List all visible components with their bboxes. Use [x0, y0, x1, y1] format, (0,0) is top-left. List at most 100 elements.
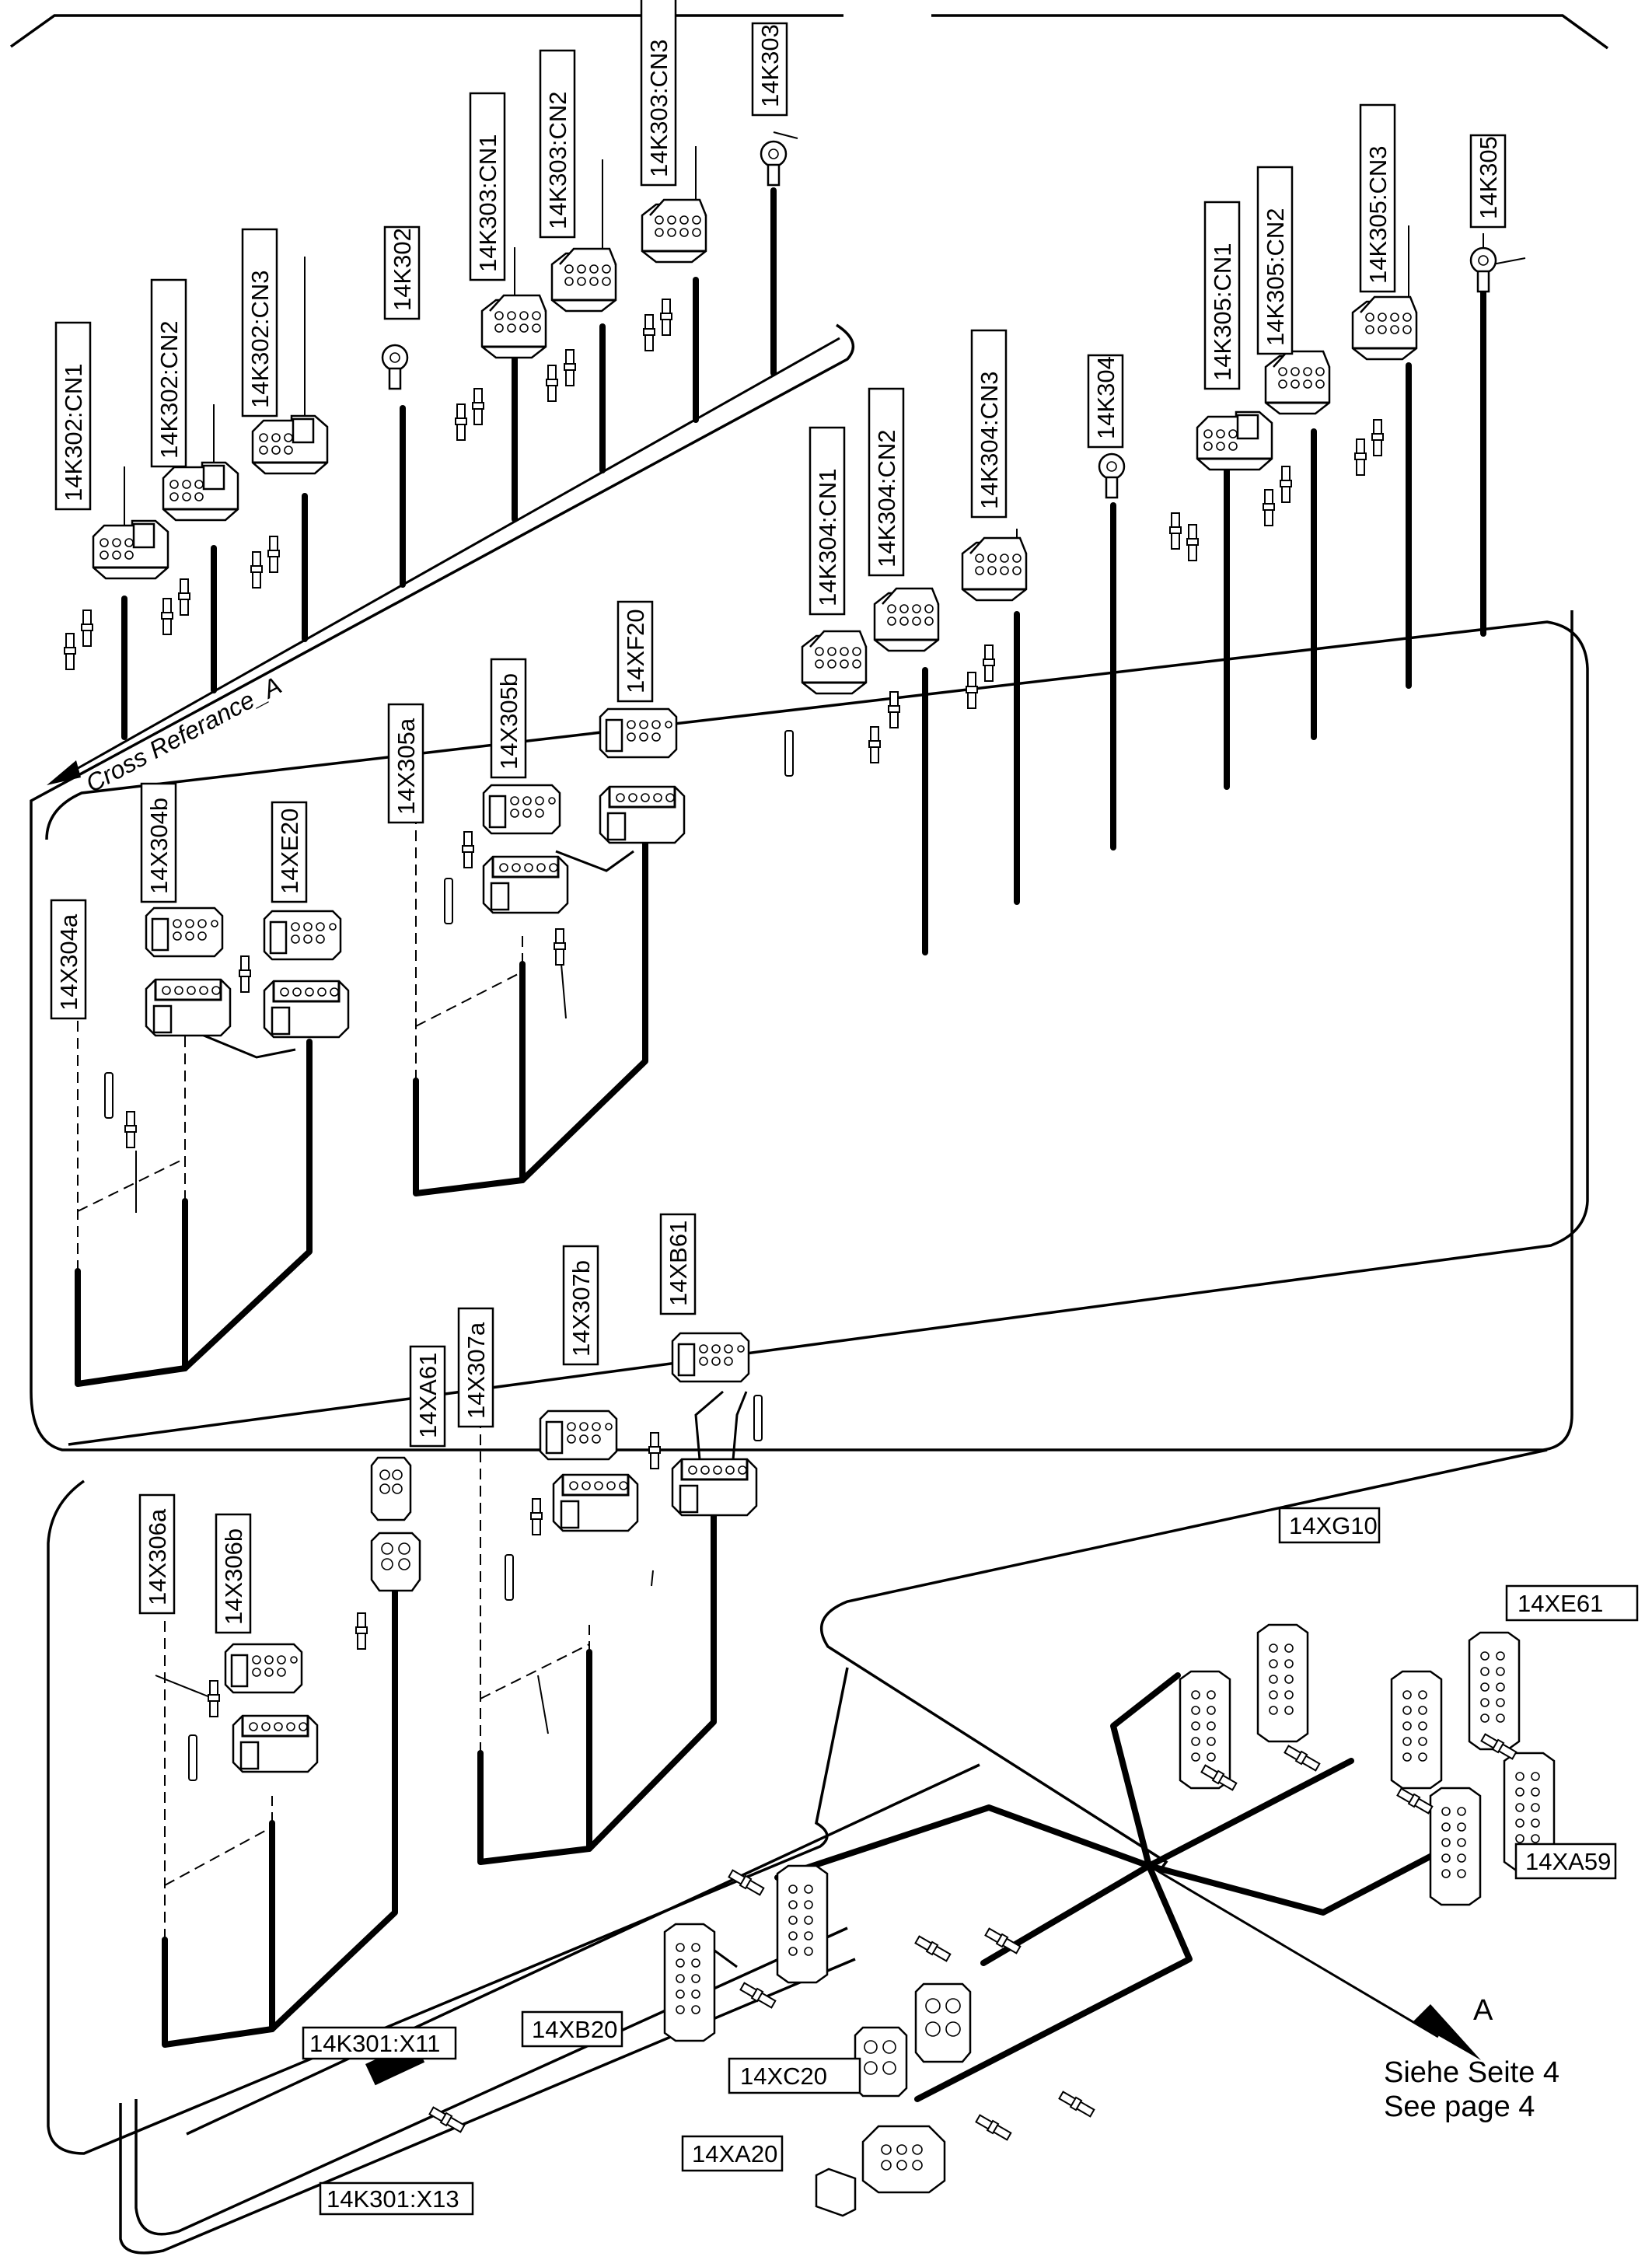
- svg-text:14X307a: 14X307a: [463, 1322, 490, 1419]
- label-14XB20: 14XB20: [521, 2010, 623, 2048]
- connector-14XC20-left: [854, 2026, 908, 2098]
- connector-14XE61-right: [1468, 1631, 1521, 1751]
- page-ref-letter: A: [1473, 1994, 1493, 2027]
- connector-14K303-CN2: [550, 247, 617, 313]
- ring-terminal-14K304: [1098, 452, 1126, 499]
- svg-text:14K302:CN2: 14K302:CN2: [155, 320, 183, 459]
- svg-text:14XE61: 14XE61: [1518, 1590, 1603, 1617]
- label-14K301-X11: 14K301:X11: [302, 2026, 457, 2060]
- label-14XB61: 14XB61: [659, 1213, 697, 1315]
- label-14X306b: 14X306b: [215, 1513, 252, 1634]
- cross-reference-label: Cross Referance_A: [81, 671, 285, 798]
- connector-14XE20-mate: [263, 980, 350, 1039]
- label-14XA61: 14XA61: [409, 1345, 446, 1448]
- connector-14XE61-left: [1390, 1670, 1443, 1790]
- connector-14XF20-mate: [599, 785, 686, 844]
- connector-14X306b: [224, 1643, 303, 1694]
- svg-text:14K303: 14K303: [756, 24, 784, 107]
- svg-text:14X306b: 14X306b: [220, 1528, 247, 1625]
- label-14X305a: 14X305a: [387, 703, 424, 824]
- connector-14XE20: [263, 910, 342, 961]
- connector-14XB20-left: [663, 1923, 716, 2042]
- label-14K303-CN1: 14K303:CN1: [469, 92, 506, 281]
- connector-14XA20-cap: [815, 2167, 857, 2217]
- svg-text:14K304: 14K304: [1092, 356, 1119, 439]
- svg-text:14K303:CN1: 14K303:CN1: [474, 134, 501, 272]
- loose-segment: [186, 1763, 980, 2136]
- svg-text:14K304:CN3: 14K304:CN3: [976, 371, 1003, 509]
- label-14XA20: 14XA20: [681, 2135, 784, 2172]
- label-14X304a: 14X304a: [50, 899, 87, 1020]
- svg-text:14XE20: 14XE20: [276, 809, 303, 894]
- right-cluster-wiring: [697, 1672, 1445, 2102]
- svg-text:14K303:CN2: 14K303:CN2: [544, 91, 571, 229]
- svg-text:14K301:X11: 14K301:X11: [309, 2030, 440, 2057]
- ring-terminal-14K302: [381, 344, 409, 390]
- svg-text:14K303:CN3: 14K303:CN3: [645, 39, 672, 177]
- connector-14XC20-right: [914, 1982, 972, 2063]
- svg-text:14K304:CN2: 14K304:CN2: [873, 429, 900, 568]
- middle-group-wiring: [75, 816, 648, 1387]
- connector-14K302-CN1: [92, 519, 169, 580]
- connector-14X307b: [539, 1409, 618, 1461]
- ring-terminal-14K305: [1469, 246, 1497, 293]
- label-14XA59: 14XA59: [1514, 1843, 1617, 1880]
- svg-text:14X304a: 14X304a: [55, 913, 82, 1011]
- connector-14K302-CN2: [162, 461, 239, 522]
- svg-text:14XA61: 14XA61: [414, 1353, 442, 1438]
- ring-terminal-14K303: [760, 140, 788, 187]
- connector-14XB61: [671, 1332, 750, 1383]
- svg-text:14X307b: 14X307b: [568, 1260, 595, 1357]
- connector-14X307b-mate: [552, 1473, 639, 1532]
- connector-14X305b-mate: [482, 855, 569, 914]
- label-14K305-CN2: 14K305:CN2: [1256, 166, 1294, 355]
- label-14X304b: 14X304b: [140, 782, 177, 903]
- svg-text:14K302:CN1: 14K302:CN1: [60, 363, 87, 501]
- right-cluster-loom: [820, 1448, 1548, 1869]
- label-14K302: 14K302: [383, 225, 421, 320]
- svg-text:14XC20: 14XC20: [740, 2063, 827, 2090]
- connector-14X305b: [482, 784, 561, 835]
- lower-harness-outer-2: [119, 1958, 856, 2255]
- connector-14XB61-mate: [671, 1458, 758, 1517]
- label-14K305-CN1: 14K305:CN1: [1203, 201, 1241, 390]
- connector-14K305-CN2: [1264, 350, 1331, 415]
- label-14X306a: 14X306a: [138, 1493, 176, 1615]
- connector-14K303-CN1: [480, 294, 547, 359]
- label-14K305-CN3: 14K305:CN3: [1359, 103, 1396, 293]
- svg-text:14XF20: 14XF20: [622, 609, 649, 693]
- svg-text:14X304b: 14X304b: [145, 798, 173, 894]
- top-branch-wires: [121, 187, 1486, 955]
- page-ref-line-en: See page 4: [1384, 2091, 1535, 2123]
- upper-harness-trunk-inner: [45, 620, 1589, 1446]
- lower-harness-outer-1: [134, 1926, 848, 2236]
- svg-text:14K302: 14K302: [389, 228, 416, 311]
- svg-text:14X306a: 14X306a: [144, 1508, 171, 1605]
- svg-text:14K305:CN1: 14K305:CN1: [1209, 243, 1236, 381]
- cross-reference-arrowhead: [47, 760, 81, 785]
- label-14XF20: 14XF20: [616, 600, 654, 703]
- svg-text:14K305:CN2: 14K305:CN2: [1262, 208, 1289, 346]
- label-14K302-CN2: 14K302:CN2: [150, 278, 187, 468]
- connector-14K305-CN1: [1196, 410, 1273, 471]
- connector-14X304b-mate: [145, 978, 232, 1037]
- svg-text:14X305a: 14X305a: [393, 718, 420, 815]
- svg-text:14XA20: 14XA20: [692, 2140, 777, 2167]
- label-14K304-CN3: 14K304:CN3: [970, 329, 1008, 519]
- label-14K304-CN1: 14K304:CN1: [809, 426, 846, 616]
- label-14K304: 14K304: [1087, 354, 1124, 449]
- top-right-border: [931, 14, 1609, 50]
- svg-text:14X305b: 14X305b: [495, 673, 522, 770]
- connector-14X306b-mate: [232, 1714, 319, 1773]
- connector-14XA61: [370, 1456, 412, 1521]
- top-left-border: [9, 14, 843, 48]
- page-ref-line-de: Siehe Seite 4: [1384, 2056, 1559, 2089]
- label-14K303: 14K303: [751, 22, 788, 117]
- svg-text:14XB20: 14XB20: [532, 2016, 617, 2043]
- connector-14K304-CN3: [961, 536, 1028, 602]
- label-14XC20: 14XC20: [728, 2057, 861, 2094]
- svg-text:14K305:CN3: 14K305:CN3: [1364, 145, 1392, 284]
- label-14K303-CN2: 14K303:CN2: [539, 49, 576, 239]
- connector-14K305-CN3: [1351, 295, 1418, 361]
- connector-14K304-CN2: [873, 587, 940, 652]
